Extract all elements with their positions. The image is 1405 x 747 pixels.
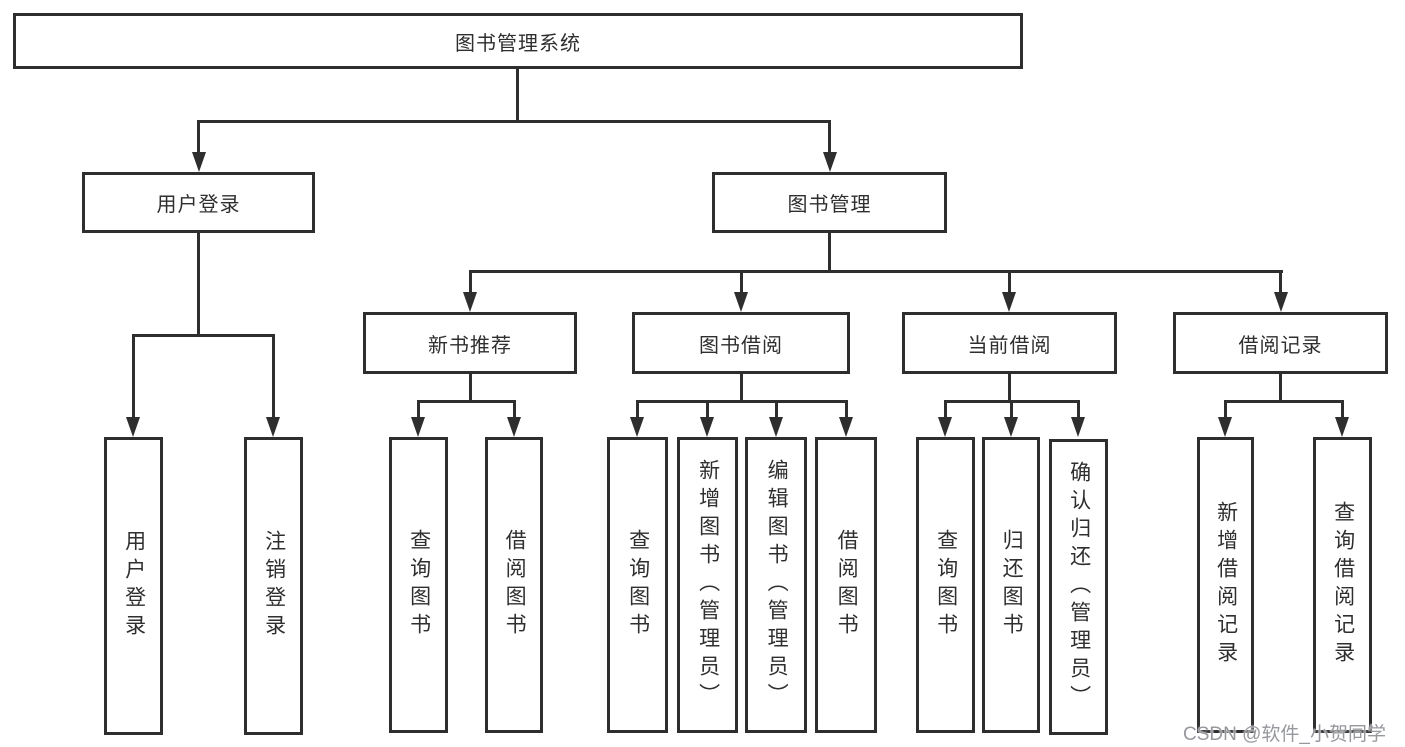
connector-to-record	[1279, 270, 1282, 296]
connector-recommend-stem	[469, 374, 472, 403]
node-current-borrow: 当前借阅	[902, 312, 1117, 374]
node-label: 借阅记录	[1238, 334, 1323, 357]
connector-leaf	[706, 400, 709, 419]
connector-leaf	[1077, 400, 1080, 419]
connector-leaf	[417, 400, 420, 419]
node-record-add-borrow-record: 新增借阅记录	[1197, 437, 1254, 733]
connector-borrow-rail	[636, 400, 848, 403]
connector-root-stem	[516, 69, 519, 123]
node-label: 借阅图书	[835, 529, 859, 641]
node-label: 用户登录	[122, 530, 146, 642]
node-label: 新书推荐	[428, 334, 512, 357]
arrowhead-icon	[1071, 417, 1085, 437]
connector-to-book-mgmt	[828, 120, 831, 156]
connector-recommend-rail	[417, 400, 516, 403]
connector-to-login-leaf-1	[132, 334, 135, 419]
node-label: 新增借阅记录	[1214, 501, 1238, 669]
node-current-query-book: 查询图书	[916, 437, 975, 733]
node-label: 归还图书	[1000, 529, 1024, 641]
node-new-book-recommend: 新书推荐	[363, 312, 577, 374]
connector-level3-rail	[469, 270, 1283, 273]
arrowhead-icon	[507, 417, 521, 437]
connector-to-user-login	[197, 120, 200, 156]
node-label: 查询图书	[934, 529, 958, 641]
connector-leaf	[845, 400, 848, 419]
connector-current-stem	[1008, 374, 1011, 403]
node-borrow-query-book: 查询图书	[607, 437, 668, 733]
node-label: 编辑图书（管理员）	[765, 459, 789, 711]
connector-to-recommend	[469, 270, 472, 296]
arrowhead-icon	[1218, 417, 1232, 437]
node-current-return-book: 归还图书	[982, 437, 1040, 733]
arrowhead-icon	[1274, 292, 1288, 312]
node-label: 借阅图书	[503, 529, 527, 641]
arrowhead-icon	[1004, 417, 1018, 437]
connector-borrow-stem	[740, 374, 743, 403]
node-label: 用户登录	[156, 194, 241, 216]
node-borrow-record: 借阅记录	[1173, 312, 1388, 374]
connector-record-rail	[1224, 400, 1344, 403]
arrowhead-icon	[266, 417, 280, 437]
connector-level2-rail	[197, 120, 831, 123]
connector-bookmgmt-stem	[828, 233, 831, 273]
node-leaf-user-login: 用户登录	[104, 437, 163, 735]
connector-leaf	[775, 400, 778, 419]
connector-to-current	[1008, 270, 1011, 296]
node-label: 当前借阅	[967, 334, 1052, 357]
node-leaf-logout: 注销登录	[244, 437, 303, 735]
connector-leaf	[636, 400, 639, 419]
connector-leaf	[513, 400, 516, 419]
arrowhead-icon	[938, 417, 952, 437]
node-label: 新增图书（管理员）	[696, 459, 720, 711]
connector-login-rail	[132, 334, 275, 337]
node-label: 图书管理系统	[455, 32, 581, 55]
node-library-management-system: 图书管理系统	[13, 13, 1023, 69]
arrowhead-icon	[839, 417, 853, 437]
node-label: 查询图书	[626, 529, 650, 641]
arrowhead-icon	[126, 417, 140, 437]
node-current-confirm-return-admin: 确认归还（管理员）	[1049, 439, 1108, 735]
node-borrow-borrow-book: 借阅图书	[815, 437, 877, 733]
arrowhead-icon	[700, 417, 714, 437]
arrowhead-icon	[463, 292, 477, 312]
arrowhead-icon	[411, 417, 425, 437]
node-label: 查询借阅记录	[1331, 501, 1355, 669]
node-label: 查询图书	[407, 529, 431, 641]
connector-leaf	[1341, 400, 1344, 419]
node-book-management: 图书管理	[712, 172, 947, 233]
arrowhead-icon	[192, 152, 206, 172]
node-label: 注销登录	[262, 530, 286, 642]
node-book-borrow: 图书借阅	[632, 312, 850, 374]
node-label: 确认归还（管理员）	[1067, 461, 1091, 713]
node-label: 图书借阅	[699, 334, 783, 357]
connector-login-stem	[197, 233, 200, 337]
connector-record-stem	[1279, 374, 1282, 403]
arrowhead-icon	[823, 152, 837, 172]
arrowhead-icon	[769, 417, 783, 437]
node-user-login: 用户登录	[82, 172, 315, 233]
connector-leaf	[1010, 400, 1013, 419]
node-recommend-query-book: 查询图书	[389, 437, 448, 733]
connector-leaf	[1224, 400, 1227, 419]
node-label: 图书管理	[787, 194, 872, 216]
node-recommend-borrow-book: 借阅图书	[485, 437, 543, 733]
arrowhead-icon	[734, 292, 748, 312]
node-borrow-edit-book-admin: 编辑图书（管理员）	[745, 437, 807, 733]
node-record-query-borrow-record: 查询借阅记录	[1313, 437, 1372, 733]
csdn-watermark: CSDN @软件_小贺同学	[1183, 724, 1386, 745]
connector-to-borrow	[740, 270, 743, 296]
arrowhead-icon	[1002, 292, 1016, 312]
arrowhead-icon	[630, 417, 644, 437]
node-borrow-add-book-admin: 新增图书（管理员）	[677, 437, 738, 733]
connector-leaf	[944, 400, 947, 419]
connector-to-login-leaf-2	[272, 334, 275, 419]
arrowhead-icon	[1335, 417, 1349, 437]
